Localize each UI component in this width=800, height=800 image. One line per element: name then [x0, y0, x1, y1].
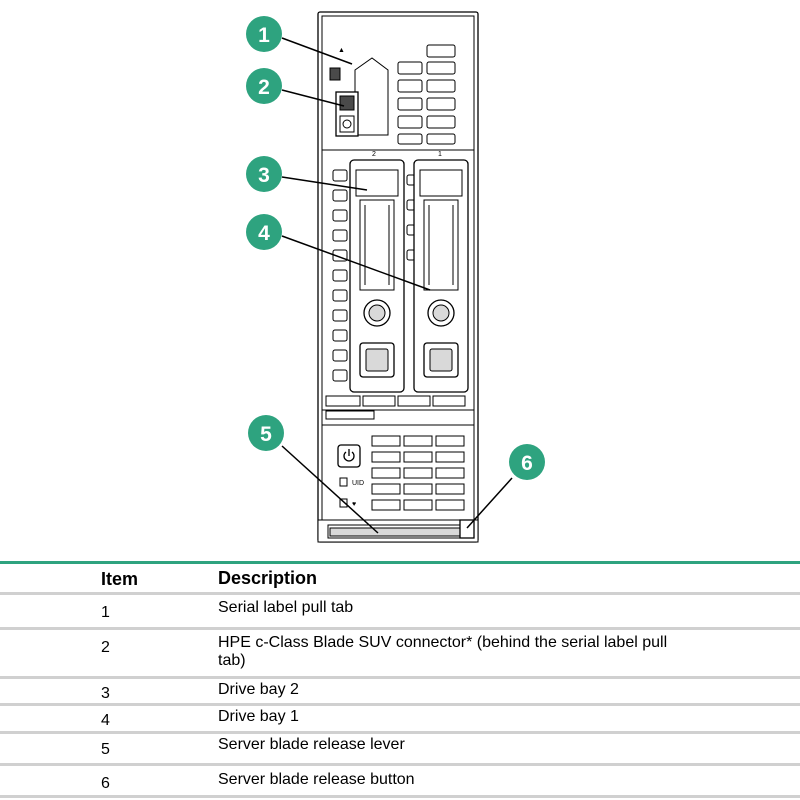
- legend-header-row: Item Description: [0, 564, 800, 595]
- legend-top-rule: [0, 561, 800, 564]
- table-row: 3 Drive bay 2: [0, 679, 800, 706]
- row-6-item: 6: [101, 775, 110, 792]
- table-row: 2 HPE c-Class Blade SUV connector* (behi…: [0, 630, 800, 679]
- callout-2: 2: [246, 68, 282, 104]
- release-lever: [329, 527, 461, 537]
- callout-6: 6: [509, 444, 545, 480]
- row-5-item: 5: [101, 741, 110, 758]
- row-6-description: Server blade release button: [218, 771, 415, 788]
- callout-3-number: 3: [258, 164, 270, 187]
- table-row: 4 Drive bay 1: [0, 706, 800, 734]
- leader-lines: [281, 37, 513, 534]
- left-slot-column: [332, 169, 416, 382]
- svg-text:▲: ▲: [338, 47, 345, 54]
- row-2-description: HPE c-Class Blade SUV connector* (behind…: [218, 634, 668, 669]
- drive-bay-1: 1: [413, 151, 469, 393]
- drive-bay-1-label: 1: [438, 151, 442, 158]
- drive-bay-2-label: 2: [372, 151, 376, 158]
- callout-1: 1: [246, 16, 282, 52]
- row-1-item: 1: [101, 604, 110, 621]
- drive-bay-2: 2: [349, 151, 405, 393]
- header-description: Description: [218, 568, 318, 588]
- row-2-item: 2: [101, 639, 110, 656]
- row-3-description: Drive bay 2: [218, 681, 299, 698]
- callout-3: 3: [246, 156, 282, 192]
- callout-5-number: 5: [260, 423, 272, 446]
- callout-6-number: 6: [521, 452, 533, 475]
- health-icon: [339, 498, 348, 508]
- table-row: 5 Server blade release lever: [0, 734, 800, 766]
- row-5-description: Server blade release lever: [218, 736, 405, 753]
- callout-4: 4: [246, 214, 282, 250]
- callout-4-number: 4: [258, 222, 270, 245]
- table-row: 6 Server blade release button: [0, 766, 800, 798]
- lower-vent-strip: [325, 395, 466, 420]
- row-4-description: Drive bay 1: [218, 708, 299, 725]
- table-row: 1 Serial label pull tab: [0, 595, 800, 630]
- legend-table: Item Description 1 Serial label pull tab…: [0, 564, 800, 798]
- row-1-description: Serial label pull tab: [218, 599, 354, 616]
- server-blade-diagram: ▲ 2: [246, 11, 545, 543]
- callout-5: 5: [248, 415, 284, 451]
- row-3-item: 3: [101, 685, 110, 702]
- callout-2-number: 2: [258, 76, 270, 99]
- callout-1-number: 1: [258, 24, 270, 47]
- svg-text:♥: ♥: [352, 501, 356, 508]
- top-vent-grid: [397, 44, 456, 145]
- svg-text:UID: UID: [352, 480, 364, 487]
- bottom-control-panel: UID ♥: [321, 424, 475, 521]
- row-4-item: 4: [101, 712, 110, 729]
- header-item: Item: [101, 569, 139, 589]
- uid-icon: [339, 477, 348, 487]
